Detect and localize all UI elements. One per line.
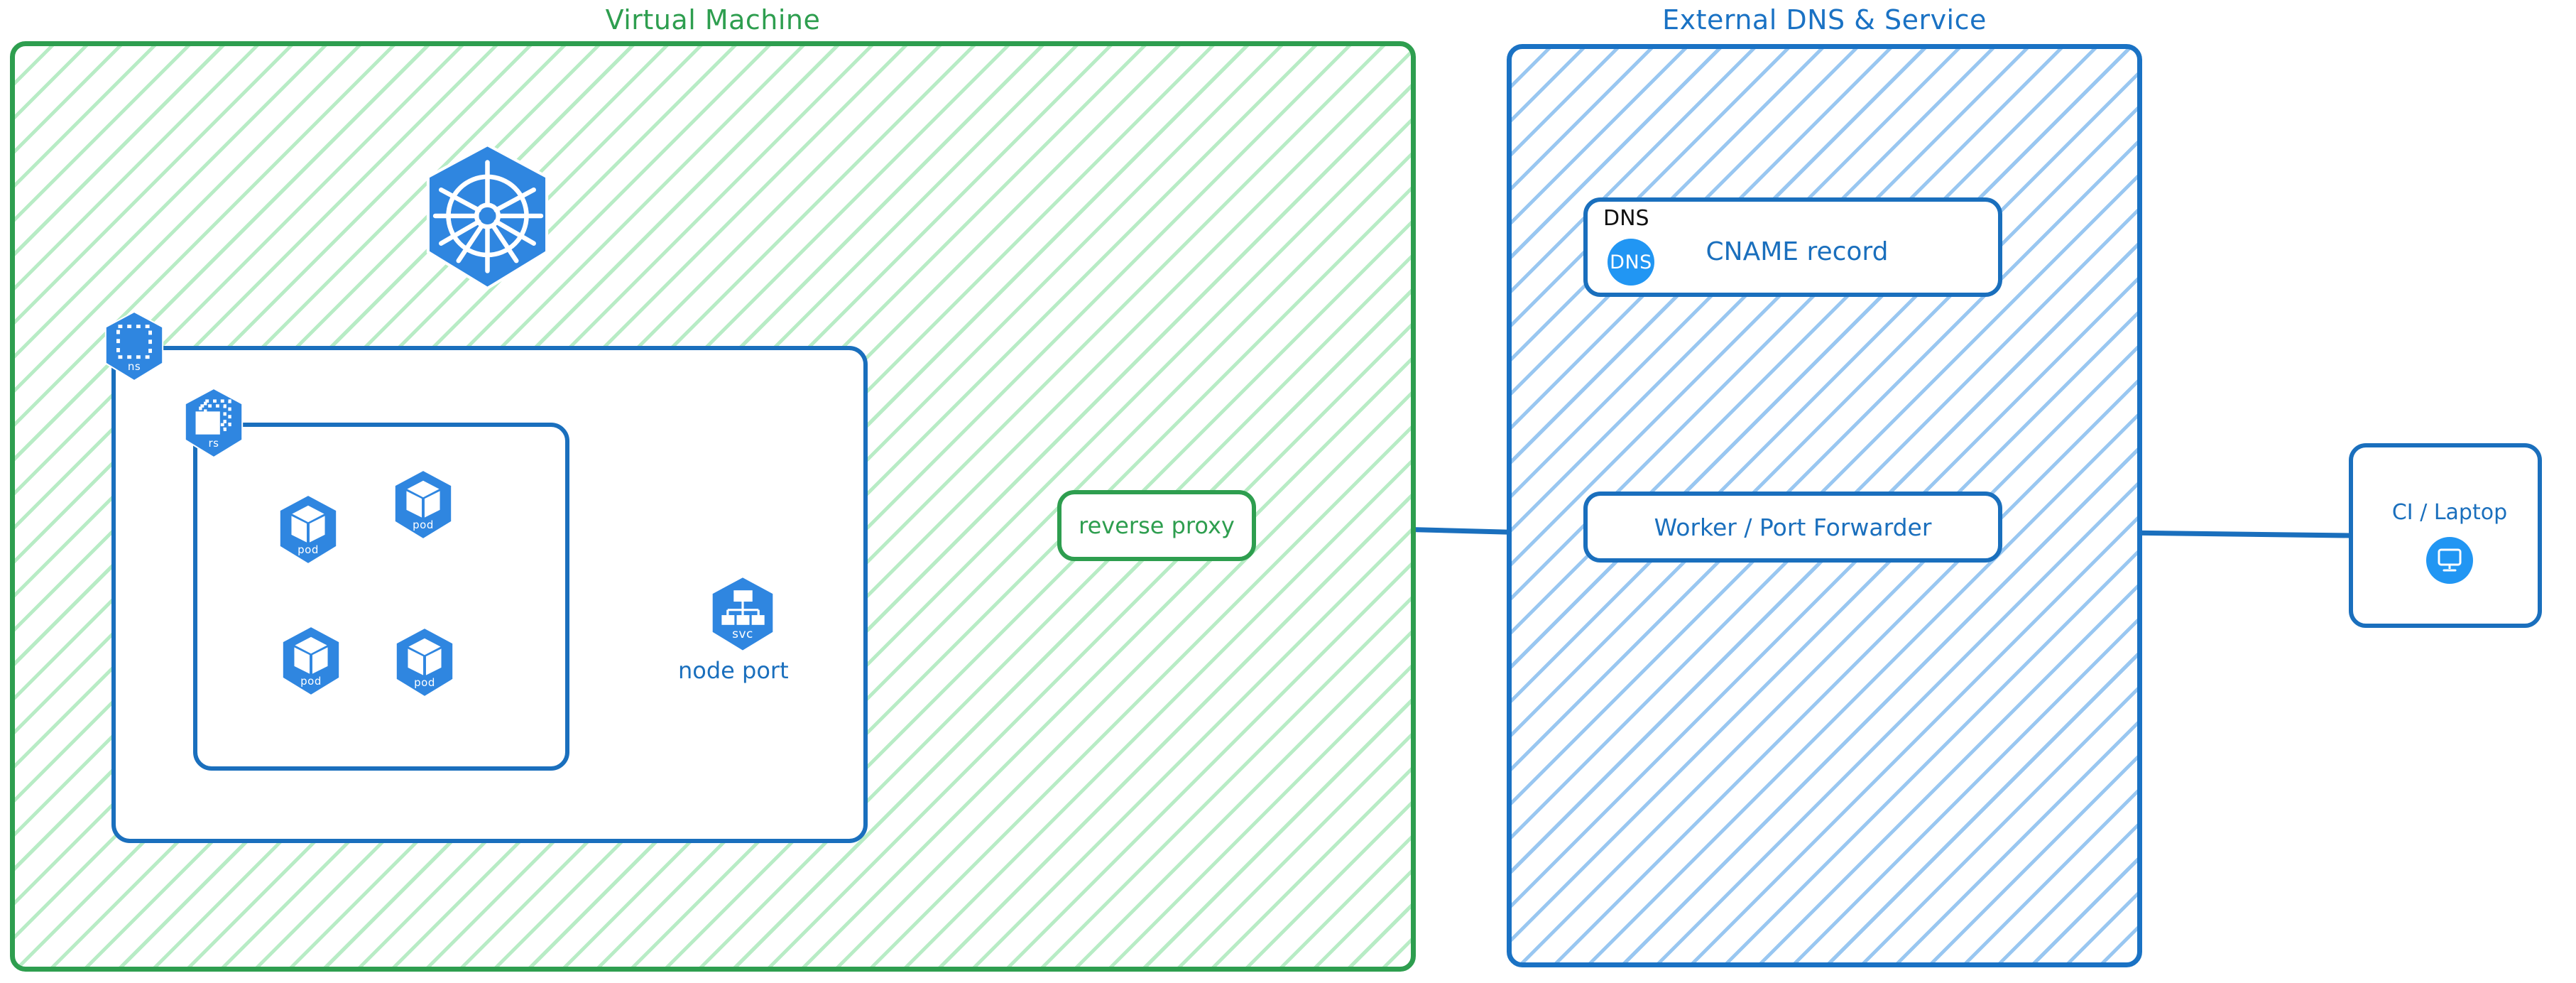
pod-icon-3: pod — [276, 625, 346, 697]
panel-external-dns-service-title: External DNS & Service — [1662, 4, 1987, 36]
panel-virtual-machine-title: Virtual Machine — [605, 4, 821, 36]
kubernetes-logo — [415, 142, 560, 293]
pod-icon-4: pod — [390, 626, 459, 699]
cname-record-label: CNAME record — [1705, 237, 1889, 266]
ci-laptop-box[interactable]: CI / Laptop — [2349, 443, 2542, 628]
worker-port-forwarder-label: Worker / Port Forwarder — [1654, 513, 1932, 541]
service-icon: svc — [705, 575, 780, 653]
pod-icon-2: pod — [388, 469, 458, 541]
reverse-proxy-box[interactable]: reverse proxy — [1057, 490, 1256, 561]
namespace-icon: ns — [99, 310, 169, 383]
replicaset-icon: rs — [179, 387, 249, 460]
node-port-caption: node port — [678, 657, 789, 684]
ci-laptop-label: CI / Laptop — [2391, 500, 2508, 525]
monitor-icon — [2426, 537, 2473, 584]
reverse-proxy-label: reverse proxy — [1079, 512, 1235, 539]
pod-icon-1: pod — [273, 494, 343, 566]
dns-badge-icon: DNS — [1608, 239, 1654, 286]
dns-tag-label: DNS — [1603, 206, 1649, 231]
replicaset-container — [193, 423, 569, 771]
worker-port-forwarder-box[interactable]: Worker / Port Forwarder — [1583, 492, 2002, 563]
dns-record-box[interactable]: DNS DNS CNAME record — [1583, 197, 2002, 297]
